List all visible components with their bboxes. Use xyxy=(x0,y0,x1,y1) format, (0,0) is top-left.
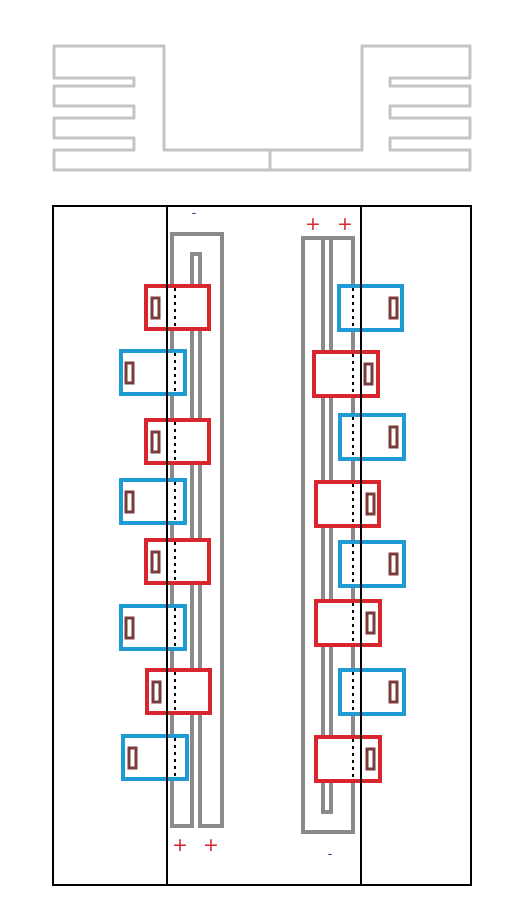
left-blue-component-4 xyxy=(121,734,189,781)
right-blue-component-3 xyxy=(338,540,406,588)
top-left-minus-sign: - xyxy=(192,206,197,221)
top-right-plus-sign-1: + xyxy=(305,213,321,235)
right-component-column xyxy=(312,284,406,783)
left-channel xyxy=(170,232,224,828)
right-red-component-1 xyxy=(312,350,380,398)
right-red-pad-3 xyxy=(365,611,376,635)
left-red-component-1 xyxy=(144,284,211,331)
main-frame xyxy=(52,205,472,886)
right-blue-component-1 xyxy=(337,284,404,332)
right-red-pad-2 xyxy=(365,492,376,516)
right-red-pad-1 xyxy=(363,362,374,386)
left-blue-pad-1 xyxy=(124,361,135,385)
left-blue-pad-4 xyxy=(127,746,138,770)
comb-structure-icon xyxy=(52,44,472,172)
right-red-component-2 xyxy=(314,480,381,528)
left-blue-pad-2 xyxy=(124,490,135,514)
right-red-component-4 xyxy=(314,735,382,783)
right-red-component-3 xyxy=(314,599,382,647)
bottom-left-plus-sign-2: + xyxy=(203,834,219,856)
left-red-component-4 xyxy=(145,668,212,715)
right-comb-outline xyxy=(268,44,472,172)
left-red-pad-3 xyxy=(150,550,161,574)
right-channel-outer xyxy=(301,236,355,834)
right-blue-component-2 xyxy=(338,413,406,461)
left-component-column xyxy=(119,284,212,781)
pad-markers xyxy=(124,296,399,771)
left-red-pad-2 xyxy=(150,430,161,454)
right-blue-pad-2 xyxy=(388,425,399,449)
left-blue-component-2 xyxy=(119,478,187,525)
left-blue-pad-3 xyxy=(124,616,135,640)
top-right-plus-sign-2: + xyxy=(337,213,353,235)
right-red-pad-4 xyxy=(365,747,376,771)
left-blue-component-3 xyxy=(119,604,187,651)
bottom-left-plus-sign-1: + xyxy=(172,834,188,856)
left-blue-component-1 xyxy=(119,349,187,396)
right-blue-component-4 xyxy=(338,668,406,716)
left-comb-outline xyxy=(52,44,272,172)
left-red-pad-1 xyxy=(150,296,161,320)
left-channel-outer xyxy=(170,232,224,828)
left-red-component-3 xyxy=(144,538,211,585)
left-red-pad-4 xyxy=(151,680,162,704)
right-blue-pad-4 xyxy=(388,680,399,704)
left-red-component-2 xyxy=(144,418,211,465)
right-blue-pad-1 xyxy=(388,296,399,320)
bottom-right-minus-sign: - xyxy=(328,847,333,862)
right-blue-pad-3 xyxy=(388,552,399,576)
